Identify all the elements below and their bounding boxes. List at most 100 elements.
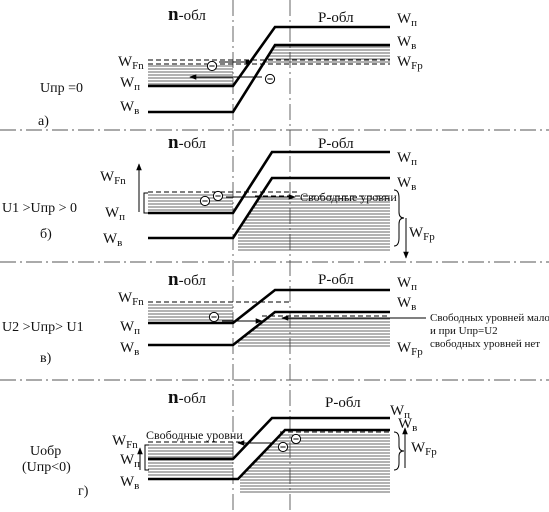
fermi-p-bracket xyxy=(393,431,405,471)
valence-band-line xyxy=(148,176,390,240)
label-subscript: в xyxy=(134,346,139,358)
p-region-title: Р-обл xyxy=(318,136,354,152)
electron-icon xyxy=(206,60,218,72)
label-base: W xyxy=(120,75,135,91)
label-subscript: Fn xyxy=(126,439,138,451)
label-subscript: Fp xyxy=(411,60,423,72)
p-region-title: Р-обл xyxy=(318,272,354,288)
conduction-band-line xyxy=(148,288,390,325)
conduction-band-label: Wп xyxy=(390,403,410,421)
fermi-p-label: WFp xyxy=(411,440,437,458)
label-subscript: Fp xyxy=(423,231,435,243)
p-region-title: Р-обл xyxy=(325,395,361,411)
conduction-band-label: Wп xyxy=(120,319,140,337)
label-base: W xyxy=(397,54,412,70)
label-subscript: Fp xyxy=(425,446,437,458)
conduction-band-label: Wп xyxy=(397,150,417,168)
label-subscript: п xyxy=(134,458,140,470)
label-base: W xyxy=(120,319,135,335)
label-subscript: п xyxy=(134,325,140,337)
label-subscript: п xyxy=(411,281,417,293)
label-base: W xyxy=(411,440,426,456)
panel-tag: в) xyxy=(40,351,52,366)
p-region-title: Р-обл xyxy=(318,10,354,26)
label-base: W xyxy=(397,295,412,311)
bias-condition: Uпр =0 xyxy=(40,81,83,96)
label-base: W xyxy=(397,175,412,191)
n-region-title: n-обл xyxy=(168,387,206,408)
label-base: W xyxy=(397,34,412,50)
label-base: W xyxy=(112,433,127,449)
valence-band-label: Wв xyxy=(397,175,416,193)
conduction-band-label: Wп xyxy=(120,75,140,93)
bias-condition: U1 >Uпр > 0 xyxy=(2,201,77,216)
electron-icon xyxy=(277,441,289,453)
label-subscript: в xyxy=(411,301,416,313)
label-base: W xyxy=(390,403,405,419)
label-base: W xyxy=(397,150,412,166)
conduction-band-label: Wп xyxy=(105,205,125,223)
label-base: W xyxy=(120,474,135,490)
valence-band-label: Wв xyxy=(103,231,122,249)
label-base: W xyxy=(118,290,133,306)
electron-icon xyxy=(208,311,220,323)
panel-tag: а) xyxy=(38,114,49,129)
label-subscript: Fn xyxy=(132,60,144,72)
fermi-p-label: WFp xyxy=(397,54,423,72)
label-subscript: п xyxy=(411,17,417,29)
conduction-band-line xyxy=(148,416,390,461)
panel-a: n-обл Р-обл Wп Wв WFp WFn Wп Wв Uпр =0 а… xyxy=(38,4,423,129)
label-subscript: в xyxy=(134,480,139,492)
bias-condition: Uобр xyxy=(30,444,61,459)
label-subscript: в xyxy=(412,422,417,434)
label-base: W xyxy=(120,99,135,115)
conduction-band-label: Wп xyxy=(397,11,417,29)
fermi-p-bracket xyxy=(393,189,405,247)
label-base: W xyxy=(398,416,413,432)
fermi-n-label: WFn xyxy=(118,54,144,72)
electron-icon xyxy=(264,73,276,85)
label-base: W xyxy=(103,231,118,247)
conduction-band-label: Wп xyxy=(397,275,417,293)
electron-icon xyxy=(290,433,302,445)
valence-band-line xyxy=(148,428,390,481)
region-suffix: -обл xyxy=(179,391,207,407)
label-base: W xyxy=(397,11,412,27)
fermi-n-bracket xyxy=(143,192,148,214)
fermi-p-label: WFp xyxy=(409,225,435,243)
label-base: W xyxy=(120,340,135,356)
electron-icon xyxy=(212,190,224,202)
label-base: W xyxy=(105,205,120,221)
fermi-n-label: WFn xyxy=(112,433,138,451)
fermi-n-label: WFn xyxy=(118,290,144,308)
valence-band-label: Wв xyxy=(397,295,416,313)
label-subscript: Fn xyxy=(132,296,144,308)
valence-band-label: Wв xyxy=(398,416,417,434)
region-suffix: -обл xyxy=(179,273,207,289)
region-letter: n xyxy=(168,4,179,25)
note-line: свободных уровней нет xyxy=(430,338,540,350)
label-subscript: п xyxy=(404,409,410,421)
conduction-band-line xyxy=(148,150,390,215)
n-region-title: n-обл xyxy=(168,132,206,153)
label-base: W xyxy=(100,169,115,185)
valence-band-label: Wв xyxy=(120,340,139,358)
valence-band-line xyxy=(148,310,390,347)
label-subscript: п xyxy=(411,156,417,168)
filled-states-hatching xyxy=(148,304,390,347)
panel-tag: г) xyxy=(78,484,89,499)
n-region-title: n-обл xyxy=(168,269,206,290)
n-region-title: n-обл xyxy=(168,4,206,25)
free-levels-caption: Свободные уровни xyxy=(300,190,397,204)
valence-band-label: Wв xyxy=(120,474,139,492)
electron-icon xyxy=(199,195,211,207)
note-line: и при Uпр=U2 xyxy=(430,325,498,337)
conduction-band-line xyxy=(148,25,390,88)
panel-tag: б) xyxy=(40,227,52,242)
panel-c: n-обл Р-обл Wп Wв WFn Свободных уровней … xyxy=(2,269,549,366)
label-subscript: в xyxy=(411,40,416,52)
bias-condition: U2 >Uпр> U1 xyxy=(2,320,84,335)
label-base: W xyxy=(397,275,412,291)
filled-states-hatching xyxy=(148,434,390,493)
